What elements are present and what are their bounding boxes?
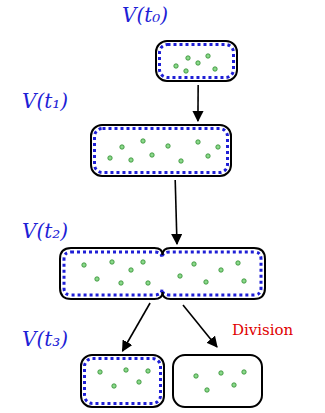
cell-box: V(t₁) — [90, 124, 232, 177]
volume-label: V(t₁) — [22, 90, 68, 112]
volume-label: V(t₀) — [122, 4, 168, 26]
volume-outline — [64, 45, 261, 404]
cell-box: V(t₂) — [59, 247, 266, 300]
cell-box: V(t₃) — [80, 354, 165, 408]
volume-label: V(t₃) — [22, 328, 68, 350]
cell-box: V(t₀) — [155, 40, 238, 82]
dividing-cell-outline — [59, 247, 266, 300]
growth-arrow — [123, 303, 151, 351]
division-arrow — [183, 305, 217, 347]
growth-arrow — [197, 85, 199, 121]
volume-label: V(t₂) — [22, 220, 68, 242]
growth-arrow — [175, 180, 177, 244]
daughter-cell — [173, 355, 262, 407]
particles — [82, 54, 246, 392]
division-label: Division — [232, 322, 293, 339]
